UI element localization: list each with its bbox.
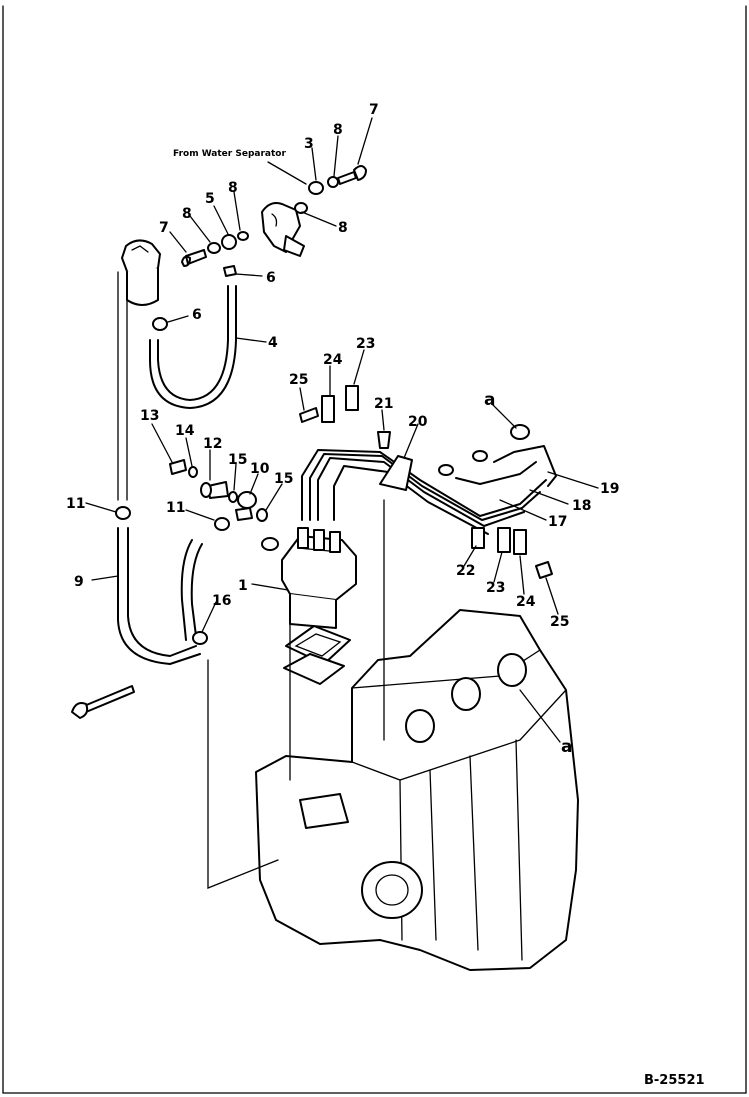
label-11-left: 11 (66, 496, 85, 512)
clip-11-left (115, 506, 131, 520)
label-13: 13 (140, 408, 159, 424)
label-3: 3 (304, 136, 314, 152)
banjo-3 (308, 181, 324, 195)
label-21: 21 (374, 396, 393, 412)
washer-8-top (327, 176, 339, 188)
label-23-top: 23 (356, 336, 375, 352)
hose-4 (157, 285, 229, 401)
injection-pump-1 (261, 527, 357, 629)
leader-lines (85, 117, 599, 743)
label-25-bottom: 25 (550, 614, 569, 630)
label-6-mid: 6 (192, 307, 202, 323)
figure-number: B-25521 (644, 1073, 705, 1088)
label-1: 1 (238, 578, 248, 594)
hose-16 (180, 539, 193, 641)
bolt-7-left (181, 249, 207, 267)
label-19: 19 (600, 481, 619, 497)
label-18: 18 (572, 498, 591, 514)
washer-15-right (256, 508, 268, 522)
clamp-16 (192, 631, 208, 645)
label-12: 12 (203, 436, 222, 452)
clamp-plate-23-top (345, 385, 359, 411)
bolt-12 (200, 481, 229, 499)
bolt-7-top (337, 165, 367, 185)
label-22: 22 (456, 563, 475, 579)
label-6-top: 6 (266, 270, 276, 286)
bracket-20 (379, 455, 413, 491)
label-25-top: 25 (289, 372, 308, 388)
injection-lines (301, 424, 557, 535)
gasket-plate (283, 625, 351, 685)
washer-8-right (294, 202, 308, 214)
clip-11-mid (214, 517, 230, 531)
page-border (2, 5, 747, 1094)
washer-14 (188, 466, 198, 478)
label-8-right: 8 (338, 220, 348, 236)
fuel-filter (117, 239, 161, 501)
engine-block (255, 609, 579, 971)
label-4: 4 (268, 335, 278, 351)
injection-pump-head (261, 202, 305, 257)
label-16: 16 (212, 593, 231, 609)
washers-8-5 (207, 231, 249, 254)
label-15-left: 15 (228, 452, 247, 468)
label-5: 5 (205, 191, 215, 207)
label-20: 20 (408, 414, 428, 430)
hose-9 (117, 527, 201, 665)
label-11-mid: 11 (166, 500, 185, 516)
label-a-top: a (484, 390, 495, 410)
bolt-13 (169, 459, 187, 475)
label-8-left: 8 (182, 206, 192, 222)
label-24-top: 24 (323, 352, 343, 368)
label-8-top: 8 (333, 122, 343, 138)
washer-15-left (228, 491, 238, 503)
clamp-plate-24-top (321, 395, 335, 423)
fitting-6-mid (152, 317, 168, 331)
clamp-22-23-24 (471, 527, 553, 579)
fitting-6-top (223, 265, 237, 277)
label-7-left: 7 (159, 220, 169, 236)
label-a-bottom: a (561, 737, 572, 757)
annotation-from-water-separator: From Water Separator (173, 149, 286, 159)
label-23-bottom: 23 (486, 580, 505, 596)
fitting-10 (235, 491, 257, 521)
label-17: 17 (548, 514, 567, 530)
label-10: 10 (250, 461, 270, 477)
bolt-25-top (299, 407, 319, 423)
label-7-top: 7 (369, 102, 379, 118)
long-bolt (71, 685, 135, 719)
label-8-mid: 8 (228, 180, 238, 196)
label-15-right: 15 (274, 471, 293, 487)
label-24-bottom: 24 (516, 594, 536, 610)
label-14: 14 (175, 423, 195, 439)
label-9: 9 (74, 574, 84, 590)
bolt-21 (377, 431, 391, 449)
